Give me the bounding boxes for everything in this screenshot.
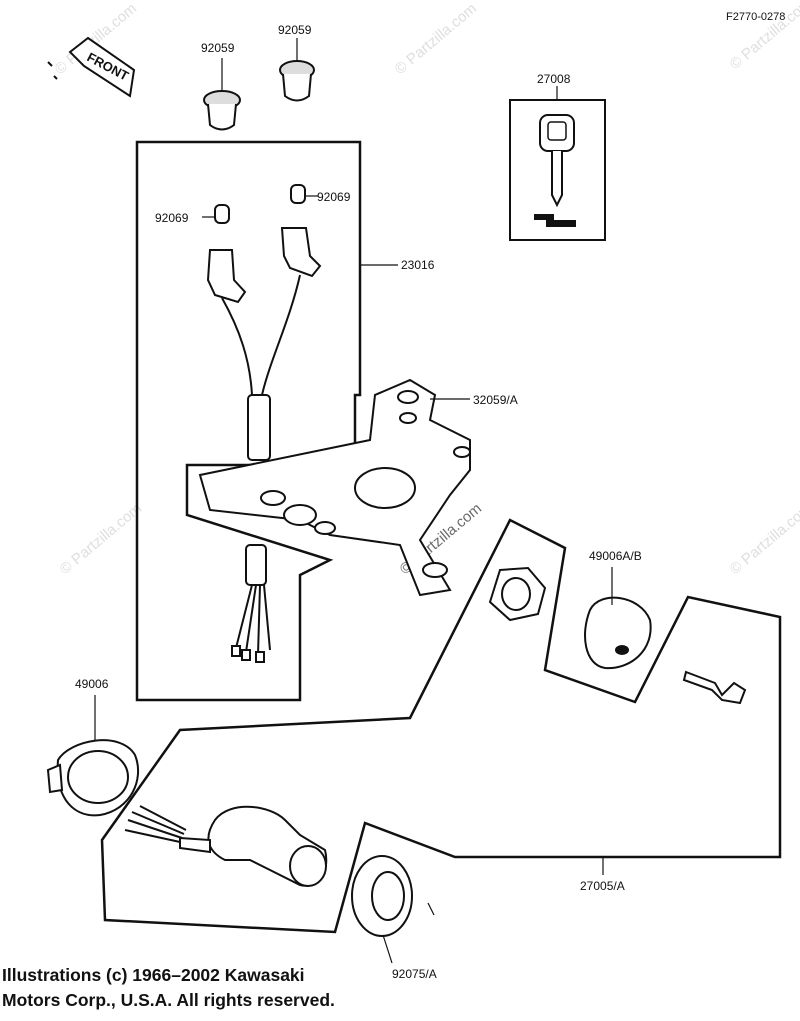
label-92075A: 92075/A <box>392 967 437 981</box>
copyright-line-2: Motors Corp., U.S.A. All rights reserved… <box>2 990 335 1010</box>
label-49006AB: 49006A/B <box>589 549 642 563</box>
grommet-92059-right <box>279 38 315 102</box>
bulb-92069-left <box>214 204 230 224</box>
watermark-mid-left: © Partzilla.com <box>57 500 145 578</box>
socket-harness <box>206 227 322 663</box>
ring-92075A <box>351 855 435 964</box>
cap-49006AB <box>584 567 652 670</box>
label-49006: 49006 <box>75 677 109 691</box>
watermark-top-center: © Partzilla.com <box>392 0 480 78</box>
label-23016: 23016 <box>401 258 435 272</box>
watermark-mid-right: © Partzilla.com <box>727 500 800 578</box>
part-labels: 92059 92059 27008 92069 92069 23016 3205… <box>75 23 642 981</box>
nut <box>488 566 547 622</box>
label-92059-right: 92059 <box>278 23 312 37</box>
front-arrow: FRONT <box>47 36 136 98</box>
small-key <box>682 670 747 705</box>
copyright-line-1: Illustrations (c) 1966–2002 Kawasaki <box>2 965 305 985</box>
label-92069-left: 92069 <box>155 211 189 225</box>
assembly-enclosure <box>100 518 782 934</box>
grommet-92059-left <box>203 58 241 131</box>
ignition-switch <box>124 805 328 887</box>
label-92059-left: 92059 <box>201 41 235 55</box>
label-32059A: 32059/A <box>473 393 518 407</box>
leader-lines <box>202 195 604 875</box>
harness-enclosure <box>135 140 362 702</box>
figure-code: F2770-0278 <box>726 11 785 23</box>
bulb-92069-right <box>290 184 306 204</box>
cover-49006 <box>46 695 140 817</box>
label-27008: 27008 <box>537 72 571 86</box>
key-27008 <box>509 86 606 241</box>
label-27005A: 27005/A <box>580 879 625 893</box>
bracket-32059A <box>198 378 471 597</box>
label-92069-right: 92069 <box>317 190 351 204</box>
